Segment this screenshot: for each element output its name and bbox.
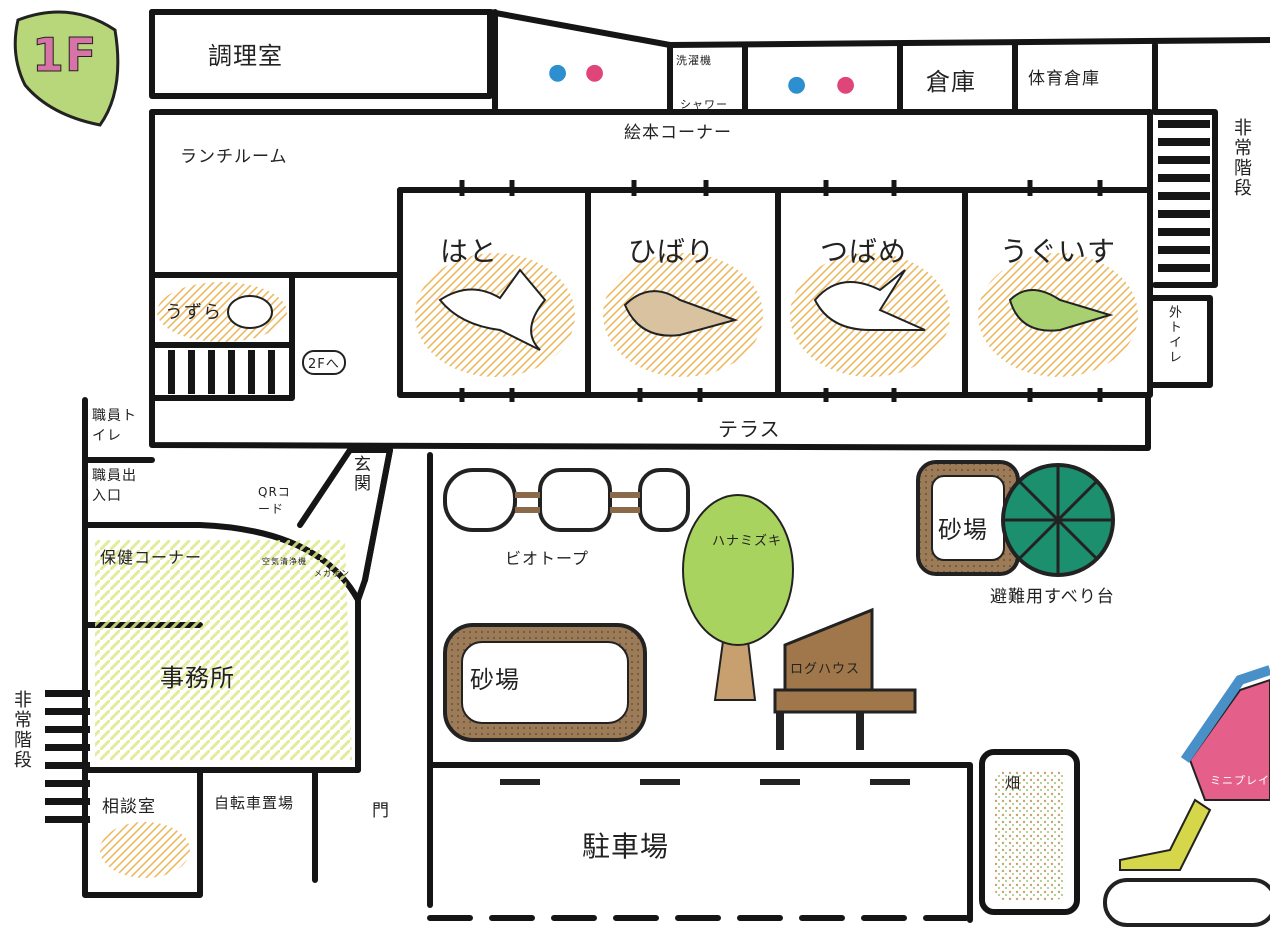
label-speaker: メガホン bbox=[314, 569, 350, 578]
label-evac-slide: 避難用すべり台 bbox=[990, 587, 1115, 607]
label-shower: シャワー bbox=[680, 98, 728, 111]
label-emergency-stairs-right: 非常階段 bbox=[1231, 118, 1252, 198]
label-health-corner: 保健コーナー bbox=[100, 548, 203, 567]
label-picture-book-corner: 絵本コーナー bbox=[624, 123, 732, 143]
label-class-hibari: ひばり bbox=[628, 235, 716, 268]
label-terrace: テラス bbox=[718, 417, 781, 441]
label-office: 事務所 bbox=[160, 664, 235, 692]
label-washer: 洗濯機 bbox=[676, 54, 712, 67]
label-kitchen: 調理室 bbox=[208, 42, 283, 70]
label-pe-storage: 体育倉庫 bbox=[1028, 69, 1100, 89]
stairs-left bbox=[45, 690, 90, 823]
label-outdoor-toilet: 外トイレ bbox=[1166, 305, 1181, 365]
birds bbox=[227, 268, 1114, 351]
label-staff-toilet: 職員トイレ bbox=[92, 408, 137, 444]
label-sandbox-right: 砂場 bbox=[938, 516, 988, 544]
log-house bbox=[773, 607, 917, 750]
label-bike-parking: 自転車置場 bbox=[214, 794, 295, 812]
toilet-icon: ● bbox=[548, 60, 568, 85]
label-class-uguisu: うぐいす bbox=[1000, 235, 1117, 268]
label-field: 畑 bbox=[1005, 774, 1022, 792]
toilet-icon: ● bbox=[836, 72, 856, 97]
floor-badge-leaf bbox=[13, 10, 120, 127]
label-biotope: ビオトープ bbox=[505, 549, 590, 568]
mini-play-house bbox=[1119, 665, 1270, 871]
label-lunch-room: ランチルーム bbox=[180, 147, 288, 167]
toilet-icon: ● bbox=[585, 60, 605, 85]
wall-top bbox=[149, 9, 1270, 48]
wall-top-inner bbox=[149, 9, 493, 99]
label-dogwood: ハナミズキ bbox=[712, 534, 783, 549]
dogwood-tree bbox=[682, 494, 794, 701]
label-entrance: 玄関 bbox=[350, 455, 370, 493]
label-class-hato: はと bbox=[440, 235, 499, 268]
label-parking: 駐車場 bbox=[582, 830, 670, 863]
label-class-uzura: うずら bbox=[165, 302, 222, 323]
biotope-ponds bbox=[443, 468, 690, 532]
label-mini-play: ミニプレイ bbox=[1210, 774, 1270, 787]
floor-badge: 1F bbox=[31, 28, 98, 83]
toilet-icon: ● bbox=[787, 72, 807, 97]
label-consult-room: 相談室 bbox=[102, 797, 156, 817]
label-gate: 門 bbox=[372, 801, 390, 821]
label-qr-code[interactable]: QRコード bbox=[258, 485, 291, 516]
label-to-2f[interactable]: 2Fへ bbox=[302, 350, 346, 375]
label-air-purifier: 空気清浄機 bbox=[262, 557, 307, 566]
label-sandbox-main: 砂場 bbox=[470, 666, 520, 694]
label-staff-entrance: 職員出入口 bbox=[92, 468, 137, 504]
label-log-house: ログハウス bbox=[790, 662, 861, 677]
stairs-uzura bbox=[168, 350, 275, 394]
label-class-tsubame: つばめ bbox=[820, 235, 908, 268]
stairs-right bbox=[1158, 120, 1210, 272]
label-storage: 倉庫 bbox=[926, 68, 976, 96]
label-emergency-stairs-left: 非常階段 bbox=[11, 690, 32, 770]
